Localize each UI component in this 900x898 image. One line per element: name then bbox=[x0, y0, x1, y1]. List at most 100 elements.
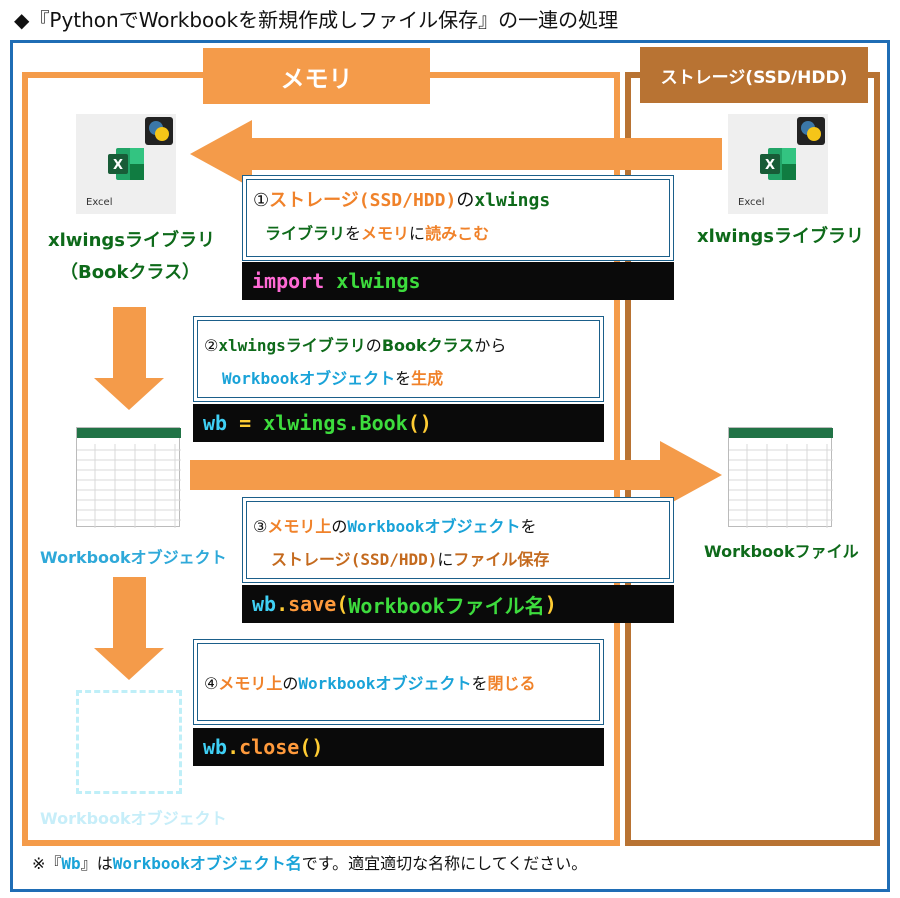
create-arrow-down bbox=[94, 307, 164, 410]
step-3-line-1: ③メモリ上のWorkbookオブジェクトを bbox=[253, 513, 536, 537]
text-segment: Wb bbox=[61, 854, 81, 873]
excel-icon-storage: X Excel bbox=[728, 114, 828, 214]
excel-caption: Excel bbox=[738, 197, 765, 208]
svg-text:X: X bbox=[113, 158, 123, 173]
text-segment: ( bbox=[336, 592, 349, 616]
text-segment: Workbook bbox=[112, 854, 190, 873]
closed-workbook-placeholder bbox=[76, 690, 182, 794]
step-1-code: import xlwings bbox=[242, 262, 674, 300]
text-segment: import bbox=[252, 269, 325, 293]
text-segment: Workbook bbox=[222, 369, 300, 388]
closed-workbook-label: Workbookオブジェクト bbox=[40, 809, 227, 828]
workbook-file-label: Workbookファイル bbox=[704, 542, 859, 561]
text-segment: Workbook bbox=[298, 674, 376, 693]
step-1-line-2: ライブラリをメモリに読みこむ bbox=[265, 220, 489, 244]
excel-icon-memory: X Excel bbox=[76, 114, 176, 214]
excel-caption: Excel bbox=[86, 197, 113, 208]
text-segment bbox=[324, 269, 336, 293]
text-segment: メモリ bbox=[361, 224, 410, 243]
workbook-file-thumbnail bbox=[728, 427, 833, 528]
step-2-box: ②xlwingsライブラリのBookクラスから Workbookオブジェクトを生… bbox=[193, 316, 604, 402]
text-segment: 閉じる bbox=[487, 674, 536, 693]
text-segment: . bbox=[276, 592, 289, 616]
text-segment: ストレージ bbox=[269, 190, 359, 211]
text-segment: オブジェクト bbox=[375, 674, 472, 693]
step-3-code: wb.save(Workbookファイル名) bbox=[242, 585, 674, 623]
text-segment: メモリ上 bbox=[267, 517, 332, 536]
text-segment: を bbox=[520, 517, 537, 536]
save-arrow-right bbox=[190, 441, 722, 509]
text-segment: () bbox=[407, 411, 432, 435]
library-label-memory: xlwingsライブラリ bbox=[48, 230, 215, 251]
text-segment: クラス bbox=[426, 336, 475, 355]
step-2-line-1: ②xlwingsライブラリのBookクラスから bbox=[204, 332, 506, 356]
step-2-code: wb = xlwings.Book() bbox=[193, 404, 604, 442]
text-segment: ファイル保存 bbox=[453, 550, 550, 569]
text-segment: xlwings bbox=[474, 190, 551, 211]
text-segment: の bbox=[282, 674, 299, 693]
footnote: ※『Wb』はWorkbookオブジェクト名です。適宜適切な名称にしてください。 bbox=[32, 850, 587, 874]
text-segment: . bbox=[227, 735, 240, 759]
load-arrow-left bbox=[190, 120, 722, 188]
text-segment: Workbook bbox=[347, 517, 425, 536]
python-badge-icon bbox=[145, 117, 173, 145]
step-1-box: ①ストレージ(SSD/HDD)のxlwings ライブラリをメモリに読みこむ bbox=[242, 175, 674, 261]
text-segment: ※『 bbox=[32, 854, 62, 873]
book-class-label: （Bookクラス） bbox=[60, 262, 201, 283]
text-segment: Book bbox=[381, 336, 427, 355]
text-segment: (SSD/HDD) bbox=[350, 550, 438, 569]
text-segment: に bbox=[437, 550, 454, 569]
diagram-title: ◆『PythonでWorkbookを新規作成しファイル保存』の一連の処理 bbox=[14, 8, 619, 32]
step-2-line-2: Workbookオブジェクトを生成 bbox=[222, 365, 443, 389]
text-segment: ライブラリ bbox=[285, 336, 366, 355]
text-segment: 生成 bbox=[411, 369, 444, 388]
memory-header: メモリ bbox=[203, 48, 430, 104]
text-segment: close bbox=[239, 735, 300, 759]
svg-text:X: X bbox=[765, 158, 775, 173]
text-segment: ) bbox=[544, 592, 557, 616]
text-segment: の bbox=[331, 517, 348, 536]
python-badge-icon bbox=[797, 117, 825, 145]
workbook-sheet-thumbnail bbox=[76, 427, 181, 528]
text-segment: の bbox=[456, 190, 475, 211]
text-segment: オブジェクト bbox=[424, 517, 521, 536]
close-arrow-down bbox=[94, 577, 164, 680]
step-4-line-1: ④メモリ上のWorkbookオブジェクトを閉じる bbox=[204, 670, 535, 694]
text-segment: から bbox=[474, 336, 507, 355]
text-segment: を bbox=[395, 369, 412, 388]
text-segment: の bbox=[365, 336, 382, 355]
step-1-line-1: ①ストレージ(SSD/HDD)のxlwings bbox=[253, 186, 550, 212]
text-segment: wb bbox=[203, 735, 228, 759]
text-segment: ② bbox=[204, 336, 219, 355]
text-segment: 読みこむ bbox=[425, 224, 490, 243]
text-segment: ④ bbox=[204, 674, 219, 693]
text-segment: ③ bbox=[253, 517, 268, 536]
text-segment: () bbox=[299, 735, 324, 759]
text-segment: を bbox=[471, 674, 488, 693]
text-segment: 』は bbox=[80, 854, 113, 873]
text-segment: に bbox=[409, 224, 426, 243]
text-segment: xlwings bbox=[218, 336, 286, 355]
outer-frame bbox=[10, 40, 890, 892]
text-segment: ① bbox=[253, 190, 270, 211]
text-segment: wb bbox=[203, 411, 228, 435]
text-segment: = bbox=[227, 411, 264, 435]
text-segment: ストレージ bbox=[271, 550, 351, 569]
storage-header: ストレージ(SSD/HDD) bbox=[640, 47, 868, 103]
text-segment: save bbox=[288, 592, 337, 616]
step-4-box: ④メモリ上のWorkbookオブジェクトを閉じる bbox=[193, 639, 604, 725]
library-label-storage: xlwingsライブラリ bbox=[697, 226, 864, 247]
step-4-code: wb.close() bbox=[193, 728, 604, 766]
text-segment: です。適宜適切な名称にしてください。 bbox=[301, 854, 588, 873]
text-segment: Workbookファイル名 bbox=[348, 593, 545, 618]
text-segment: xlwings.Book bbox=[263, 411, 408, 435]
text-segment: メモリ上 bbox=[218, 674, 283, 693]
workbook-object-label: Workbookオブジェクト bbox=[40, 548, 227, 567]
text-segment: wb bbox=[252, 592, 277, 616]
text-segment: オブジェクト名 bbox=[189, 854, 302, 873]
step-3-box: ③メモリ上のWorkbookオブジェクトを ストレージ(SSD/HDD)にファイ… bbox=[242, 497, 674, 583]
text-segment: を bbox=[345, 224, 362, 243]
text-segment: xlwings bbox=[336, 269, 421, 293]
text-segment: ライブラリ bbox=[265, 224, 346, 243]
